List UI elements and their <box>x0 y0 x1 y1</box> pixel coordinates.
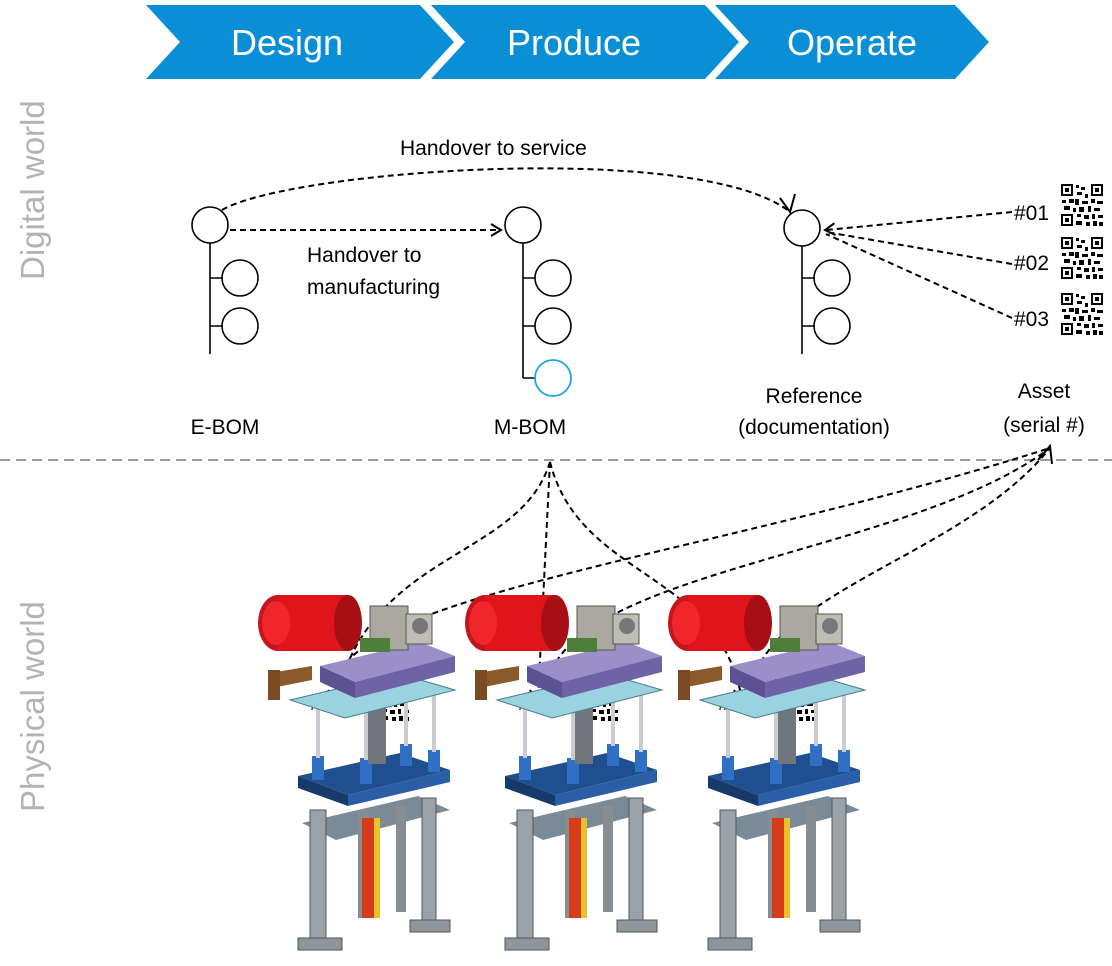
instance-asset-arrow <box>544 447 1051 701</box>
asset-reference-arrow <box>825 231 1013 265</box>
handover-service-arrow <box>221 167 791 213</box>
reference-label: (documentation) <box>738 416 890 439</box>
mbom-instance-arrow <box>335 461 551 701</box>
asset-serial-label: #01 <box>1014 202 1049 225</box>
reference-child-node <box>813 307 851 345</box>
mbom-child-node <box>534 259 572 297</box>
step-label-design: Design <box>231 22 343 63</box>
mbom-label: M-BOM <box>494 416 566 439</box>
asset-label: Asset <box>1018 380 1071 403</box>
process-step-operate <box>715 5 989 79</box>
qr-code-icon <box>1060 183 1104 227</box>
ebom-root-node <box>191 206 229 244</box>
qr-code-icon <box>1060 292 1104 336</box>
machine-image <box>667 594 866 951</box>
process-step-design <box>146 5 454 79</box>
handover-manufacturing-label: Handover to <box>307 244 421 267</box>
mbom-added-node <box>534 359 572 397</box>
reference-root-node <box>783 209 821 247</box>
reference-label: Reference <box>766 385 863 408</box>
handover-manufacturing-label: manufacturing <box>307 276 440 299</box>
arrowhead <box>1037 443 1053 465</box>
machine-image <box>464 594 663 951</box>
reference-tree <box>783 209 851 354</box>
mbom-root-node <box>504 206 542 244</box>
mbom-tree <box>504 206 572 397</box>
mbom-instance-arrow <box>549 461 743 701</box>
machine-image <box>257 594 456 951</box>
reference-child-node <box>813 259 851 297</box>
physical-world-label: Physical world <box>14 601 51 812</box>
qr-code-icon <box>1060 236 1104 280</box>
handover-service-arrowhead <box>779 193 796 215</box>
step-label-produce: Produce <box>507 22 641 63</box>
asset-label: (serial #) <box>1003 414 1085 437</box>
mbom-child-node <box>534 307 572 345</box>
asset-reference-arrow <box>825 233 1013 319</box>
step-label-operate: Operate <box>787 22 917 63</box>
digital-world-label: Digital world <box>14 100 51 280</box>
asset-serial-label: #02 <box>1014 252 1049 275</box>
asset-serial-label: #03 <box>1014 308 1049 331</box>
ebom-child-node <box>221 259 259 297</box>
ebom-child-node <box>221 307 259 345</box>
asset-reference-arrow <box>823 211 1013 237</box>
ebom-label: E-BOM <box>191 416 260 439</box>
handover-service-label: Handover to service <box>400 137 587 160</box>
ebom-tree <box>191 206 259 354</box>
process-step-produce <box>431 5 739 79</box>
